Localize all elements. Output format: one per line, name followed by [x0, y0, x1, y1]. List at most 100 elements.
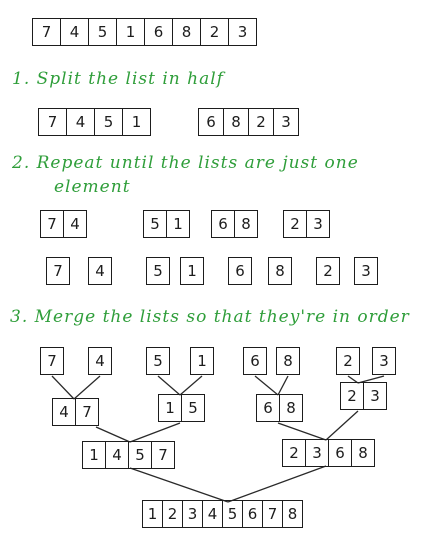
list-cell: 1 [187, 262, 197, 280]
list-cell: 5 [89, 19, 117, 45]
connector-line [254, 375, 279, 396]
list-cell: 6 [329, 440, 352, 466]
list-cell: 3 [281, 113, 291, 131]
list-cell: 4 [95, 262, 105, 280]
list-cell: 4 [95, 352, 105, 370]
list-cell: 8 [173, 19, 201, 45]
list-cell: 2 [323, 262, 333, 280]
list-cell: 7 [39, 109, 67, 135]
list-cell: 3 [183, 501, 203, 527]
step-3-caption: 3. Merge the lists so that they're in or… [10, 307, 410, 327]
list-cell: 8 [286, 399, 296, 417]
list-cell: 4 [203, 501, 223, 527]
list-cell: 3 [370, 387, 380, 405]
repeat-single-list: 1 [180, 257, 204, 285]
list-cell: 7 [41, 211, 64, 237]
list-cell: 5 [95, 109, 123, 135]
list-cell: 5 [144, 211, 167, 237]
repeat-single-list: 5 [146, 257, 170, 285]
list-cell: 4 [53, 399, 76, 425]
connector-line [129, 467, 229, 503]
list-cell: 4 [67, 109, 95, 135]
list-cell: 8 [283, 352, 293, 370]
list-cell: 2 [283, 440, 306, 466]
list-cell: 8 [275, 262, 285, 280]
list-cell: 1 [173, 215, 183, 233]
list-cell: 1 [83, 442, 106, 468]
list-cell: 2 [249, 109, 274, 135]
step-2-caption-line-2: element [54, 177, 131, 197]
connector-line [277, 375, 289, 396]
list-cell: 8 [287, 505, 298, 523]
repeat-single-list: 2 [316, 257, 340, 285]
list-cell: 1 [159, 395, 182, 421]
repeat-single-list: 6 [228, 257, 252, 285]
list-cell: 8 [358, 444, 368, 462]
connector-line [179, 375, 203, 396]
step-1-caption: 1. Split the list in half [12, 69, 224, 89]
list-cell: 7 [53, 262, 63, 280]
list-cell: 1 [117, 19, 145, 45]
list-cell: 3 [237, 23, 248, 41]
merge-single-list: 3 [372, 347, 396, 375]
connector-line [347, 375, 359, 384]
merge-single-list: 6 [243, 347, 267, 375]
list-cell: 7 [82, 403, 92, 421]
connector-line [277, 422, 327, 441]
list-cell: 3 [379, 352, 389, 370]
list-cell: 8 [224, 109, 249, 135]
list-cell: 5 [153, 352, 163, 370]
merge-single-list: 2 [336, 347, 360, 375]
list-cell: 8 [241, 215, 251, 233]
list-cell: 2 [284, 211, 307, 237]
list-cell: 3 [306, 440, 329, 466]
list-cell: 7 [263, 501, 283, 527]
connector-line [157, 375, 181, 396]
merge-single-list: 4 [88, 347, 112, 375]
list-cell: 2 [201, 19, 229, 45]
list-cell: 4 [106, 442, 129, 468]
connector-line [73, 375, 101, 400]
merge-single-list: 1 [190, 347, 214, 375]
list-cell: 2 [343, 352, 353, 370]
list-cell: 2 [341, 383, 364, 409]
connector-line [51, 375, 75, 400]
connector-line [95, 426, 131, 443]
repeat-single-list: 8 [268, 257, 292, 285]
list-cell: 6 [235, 262, 245, 280]
connector-line [357, 375, 385, 384]
step-2-caption-line-1: 2. Repeat until the lists are just one [12, 153, 359, 173]
list-cell: 5 [129, 442, 152, 468]
list-cell: 5 [188, 399, 198, 417]
connector-line [325, 410, 359, 441]
list-cell: 2 [163, 501, 183, 527]
list-cell: 6 [243, 501, 263, 527]
list-cell: 5 [223, 501, 243, 527]
list-cell: 5 [153, 262, 163, 280]
repeat-single-list: 7 [46, 257, 70, 285]
list-cell: 6 [212, 211, 235, 237]
list-cell: 6 [257, 395, 280, 421]
list-cell: 7 [158, 446, 168, 464]
repeat-single-list: 3 [354, 257, 378, 285]
list-cell: 3 [361, 262, 371, 280]
list-cell: 6 [199, 109, 224, 135]
list-cell: 4 [70, 215, 80, 233]
connector-line [227, 465, 327, 503]
merge-single-list: 8 [276, 347, 300, 375]
list-cell: 1 [197, 352, 207, 370]
merge-single-list: 5 [146, 347, 170, 375]
